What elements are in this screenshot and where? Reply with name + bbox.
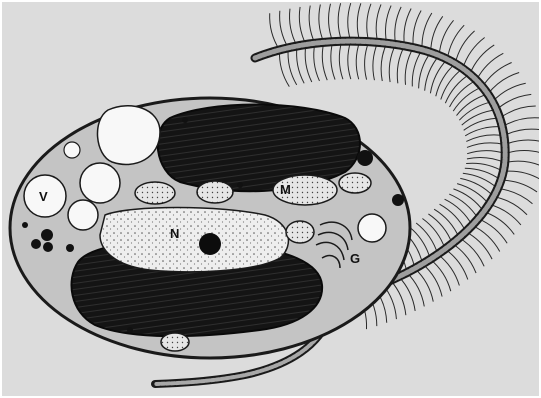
nucleolus	[199, 233, 221, 255]
mitochondrion	[197, 181, 233, 203]
mitochondrion	[286, 221, 314, 243]
upper-chloroplast	[158, 105, 360, 192]
mitochondrion	[339, 173, 371, 193]
vacuole-small	[68, 200, 98, 230]
mitochondrion	[135, 182, 175, 204]
mitochondrion	[161, 333, 189, 351]
nucleus	[100, 208, 288, 272]
vacuole-small	[80, 163, 120, 203]
mitochondrion-label: M	[280, 182, 291, 197]
vacuole-large	[97, 106, 160, 165]
vacuole-label: V	[39, 189, 48, 204]
golgi-label: G	[350, 251, 360, 266]
vacuole-small	[358, 214, 386, 242]
vacuole-tiny	[64, 142, 80, 158]
nucleus-label: N	[170, 226, 179, 241]
